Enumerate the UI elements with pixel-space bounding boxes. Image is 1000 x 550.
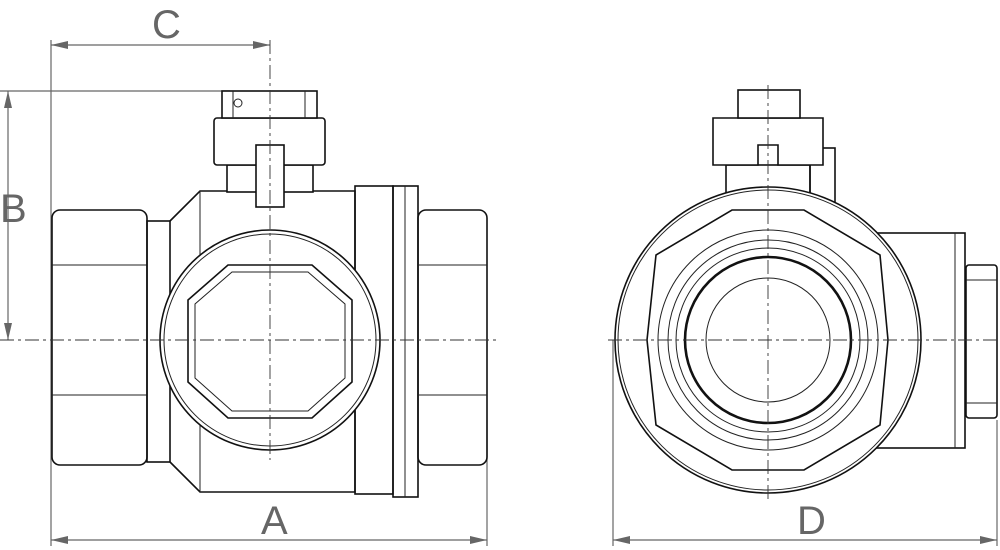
side-port-hex [187, 264, 353, 419]
right-hex-nut [417, 209, 488, 466]
dimension-a [50, 40, 488, 546]
label-a: A [261, 499, 288, 543]
left-hex-nut [51, 209, 148, 466]
front-view [51, 90, 488, 498]
label-d: D [797, 499, 826, 543]
dimension-b [0, 90, 230, 340]
side-view [614, 89, 998, 494]
dimension-d [612, 340, 998, 546]
dimension-c [51, 41, 270, 49]
side-nut [965, 264, 998, 419]
label-c: C [152, 3, 181, 47]
label-b: B [0, 187, 27, 231]
handle-cap [221, 90, 318, 119]
